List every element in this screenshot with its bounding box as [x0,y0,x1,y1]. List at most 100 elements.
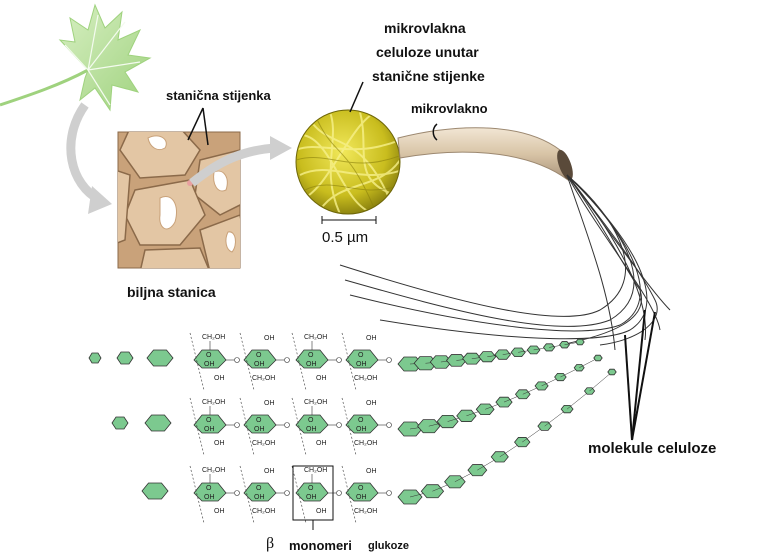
ring-oh: OH [306,494,317,501]
ch2oh-group: CH₂OH [202,334,225,341]
ring-oh: OH [356,494,367,501]
scale-bar-label: 0.5 µm [322,229,369,246]
ch2oh-group: CH₂OH [354,375,377,382]
ch2oh-group: CH₂OH [354,508,377,515]
plant-cell-image [117,131,241,269]
ring-oxygen: O [358,485,364,492]
oh-group: OH [316,440,327,447]
glucose-unit [88,352,102,364]
glucose-unit [116,351,134,365]
ring-oh: OH [356,361,367,368]
ch2oh-group: CH₂OH [252,508,275,515]
ring-oh: OH [306,361,317,368]
glucose-unit [537,421,552,431]
hbond-dash [291,397,307,456]
glucose-label: glukoze [368,540,409,552]
cellulose-chains: O OH CH₂OH OH O OH CH₂OH OH O OH CH₂OH OH O OH CH₂OH OH… [88,332,617,524]
hbond-dash [189,465,205,524]
ring-oh: OH [254,361,265,368]
glucose-unit [144,414,172,432]
glucose-unit [554,373,567,382]
ring-oh: OH [204,361,215,368]
arrow-leaf-to-cell [66,102,112,214]
cellulose-strands [339,174,671,351]
beta-symbol: β [266,535,275,552]
ring-oxygen: O [308,417,314,424]
ch2oh-group: CH₂OH [354,440,377,447]
ring-oh: OH [306,426,317,433]
microfibrils-label-line3: stanične stijenke [372,68,485,84]
oh-group: OH [366,400,377,407]
hbond-dash [239,397,255,456]
microfibrils-label-line1: mikrovlakna [384,20,466,36]
glucose-unit [593,354,603,362]
glucose-unit [417,419,441,434]
glucose-unit [111,416,129,430]
ch2oh-group: CH₂OH [252,440,275,447]
oxygen-bridge [234,422,240,428]
oh-group: OH [366,335,377,342]
ring-oxygen: O [256,352,262,359]
ring-oxygen: O [256,485,262,492]
hbond-dash [341,397,357,456]
monomers-label: monomeri [289,538,352,553]
oh-group: OH [214,375,225,382]
ch2oh-group: CH₂OH [304,334,327,341]
ch2oh-group: CH₂OH [304,467,327,474]
microfibrils-label-line2: celuloze unutar [376,44,479,60]
hbond-dash [239,465,255,524]
oxygen-bridge [284,357,290,363]
ring-oh: OH [356,426,367,433]
ring-oxygen: O [206,417,212,424]
cell-wall-pointer [187,107,209,146]
oxygen-bridge [234,357,240,363]
glucose-unit [575,338,585,346]
ring-oxygen: O [358,352,364,359]
glucose-unit [478,351,497,363]
hbond-dash [341,332,357,391]
glucose-unit [573,364,585,372]
oh-group: OH [264,335,275,342]
microfibril-tube [397,123,573,182]
microfibril-label: mikrovlakno [411,101,488,116]
ch2oh-group: CH₂OH [202,467,225,474]
hbond-dash [291,465,307,524]
oxygen-bridge [386,357,392,363]
ch2oh-group: CH₂OH [202,399,225,406]
microfibril-micrograph [295,109,401,215]
oxygen-bridge [336,422,342,428]
microfibril-label-pointer [349,81,364,113]
ring-oxygen: O [308,352,314,359]
glucose-unit [607,368,617,376]
hbond-dash [291,332,307,391]
cell-wall-label: stanična stijenka [166,88,271,103]
glucose-unit [146,349,174,367]
hbond-dash [239,332,255,391]
glucose-unit [559,341,570,349]
cellulose-molecules-label: molekule celuloze [588,440,717,457]
oh-group: OH [264,468,275,475]
ring-oxygen: O [308,485,314,492]
chain-bond [566,390,590,410]
ring-oxygen: O [256,417,262,424]
hbond-dash [189,397,205,456]
ring-oh: OH [254,426,265,433]
chain-bond [589,371,613,392]
oh-group: OH [214,440,225,447]
hbond-dash [189,332,205,391]
oh-group: OH [214,508,225,515]
ring-oh: OH [204,426,215,433]
oxygen-bridge [234,490,240,496]
oh-group: OH [366,468,377,475]
ch2oh-group: CH₂OH [252,375,275,382]
ring-oh: OH [204,494,215,501]
ch2oh-group: CH₂OH [304,399,327,406]
arrow-cell-to-microfibril [189,136,292,187]
glucose-unit [141,482,169,500]
oxygen-bridge [336,490,342,496]
oxygen-bridge [386,422,392,428]
scale-bar [321,216,377,224]
oxygen-bridge [336,357,342,363]
ring-oxygen: O [206,352,212,359]
